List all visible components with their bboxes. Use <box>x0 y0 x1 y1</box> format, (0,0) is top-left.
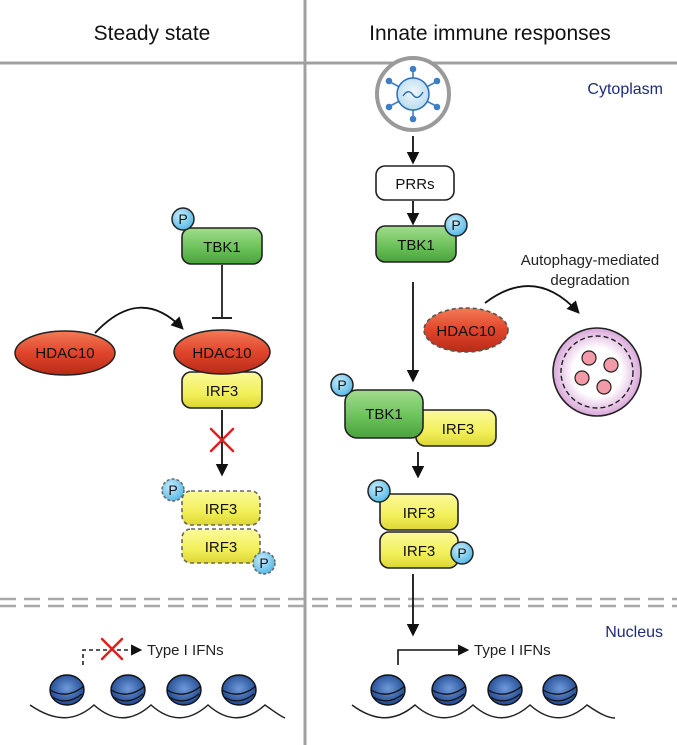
complex-tbk1-label: TBK1 <box>365 406 403 423</box>
left-irf3-dimer-bottom <box>181 528 261 564</box>
complex-irf3-label: IRF3 <box>442 421 475 438</box>
svg-text:P: P <box>451 217 460 233</box>
svg-text:P: P <box>178 211 187 227</box>
right-irf3-dimer-bottom-label: IRF3 <box>403 543 436 560</box>
left-irf3-label: IRF3 <box>206 383 239 400</box>
left-irf3-dimer-top <box>181 490 261 526</box>
inhibition-x-icon <box>209 427 235 453</box>
nucleosome-icon <box>221 674 257 706</box>
right-type-i-ifns-label: Type I IFNs <box>474 642 551 659</box>
header-innate-immune-responses: Innate immune responses <box>369 22 611 45</box>
left-nucleosomes <box>49 674 257 706</box>
right-dimer-phospho-top: P <box>367 479 391 503</box>
nucleosome-icon <box>487 674 523 706</box>
left-tbk1-box <box>181 227 263 265</box>
virus-icon <box>375 56 451 132</box>
left-tbk1-phospho: P <box>171 207 195 231</box>
nucleosome-icon <box>431 674 467 706</box>
autophagy-arrow <box>484 285 580 314</box>
prrs-box <box>375 165 455 201</box>
right-hdac10-label: HDAC10 <box>436 323 495 340</box>
autophagy-label-line2: degradation <box>550 272 629 289</box>
nuclear-membrane-line <box>0 597 677 608</box>
left-type-i-ifns-label: Type I IFNs <box>147 642 224 659</box>
prrs-label: PRRs <box>395 176 434 193</box>
left-hdac10-bound <box>173 329 271 375</box>
complex-tbk1-box <box>344 389 424 439</box>
left-dimer-phospho-bottom: P <box>252 551 276 575</box>
nucleosome-icon <box>110 674 146 706</box>
svg-text:P: P <box>168 482 177 498</box>
header-steady-state: Steady state <box>94 22 211 45</box>
autophagosome-icon <box>552 327 642 417</box>
svg-text:P: P <box>337 377 346 393</box>
right-tbk1-phospho: P <box>444 213 468 237</box>
autophagy-label-line1: Autophagy-mediated <box>521 252 659 269</box>
nucleosome-icon <box>542 674 578 706</box>
right-tbk1-box <box>375 225 457 263</box>
left-irf3-dimer-bottom-label: IRF3 <box>205 539 238 556</box>
svg-text:P: P <box>457 545 466 561</box>
svg-text:P: P <box>374 483 383 499</box>
complex-tbk1-phospho: P <box>330 373 354 397</box>
hdac10-binding-arrow <box>94 306 184 334</box>
right-irf3-dimer-top-label: IRF3 <box>403 505 436 522</box>
left-transcription-x-icon <box>100 637 124 661</box>
right-dimer-phospho-bottom: P <box>450 541 474 565</box>
right-nucleosomes <box>370 674 578 706</box>
left-transcription-arrow-dashed <box>82 644 143 665</box>
right-transcription-arrow <box>397 644 470 665</box>
right-tbk1-label: TBK1 <box>397 237 435 254</box>
right-dna-strand <box>351 703 616 719</box>
left-hdac10-bound-label: HDAC10 <box>192 345 251 362</box>
svg-text:P: P <box>259 555 268 571</box>
left-dna-strand <box>29 703 286 719</box>
right-irf3-dimer-top <box>379 493 459 531</box>
nucleus-label: Nucleus <box>605 624 663 641</box>
nucleosome-icon <box>370 674 406 706</box>
left-irf3-dimer-top-label: IRF3 <box>205 501 238 518</box>
left-hdac10-free <box>14 330 116 376</box>
nucleosome-icon <box>166 674 202 706</box>
left-dimer-phospho-top: P <box>161 478 185 502</box>
right-hdac10-degraded <box>423 307 509 353</box>
left-tbk1-label: TBK1 <box>203 239 241 256</box>
left-hdac10-free-label: HDAC10 <box>35 345 94 362</box>
cytoplasm-label: Cytoplasm <box>587 81 663 98</box>
nucleosome-icon <box>49 674 85 706</box>
tbk1-inhibits-hdac10 <box>212 265 232 319</box>
